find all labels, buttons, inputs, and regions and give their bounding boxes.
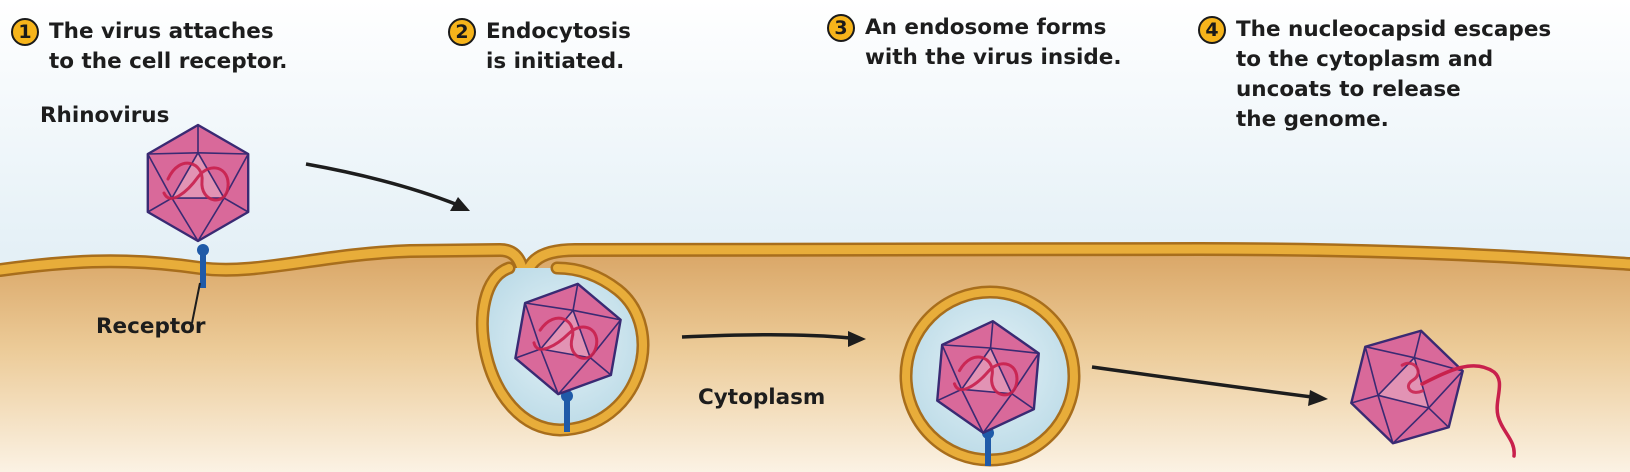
step-2-badge: 2 <box>448 18 476 46</box>
step-3-text: An endosome forms with the virus inside. <box>865 15 1122 70</box>
virus-in-endosome <box>936 320 1040 434</box>
step-3: 3 An endosome forms with the virus insid… <box>827 13 1122 73</box>
arrow-1 <box>305 162 470 211</box>
step-2-text: Endocytosis is initiated. <box>486 19 631 74</box>
rhinovirus-attached <box>146 123 250 243</box>
uncoating-nucleocapsid <box>1350 329 1464 445</box>
step-1-text: The virus attaches to the cell receptor. <box>49 19 288 74</box>
virus-in-pit <box>514 282 622 396</box>
released-genome <box>1420 364 1516 458</box>
step-2: 2 Endocytosis is initiated. <box>448 17 631 77</box>
step-1: 1 The virus attaches to the cell recepto… <box>11 17 287 77</box>
cytoplasm-label: Cytoplasm <box>698 385 826 410</box>
cytoplasm-region <box>0 249 1630 472</box>
arrow-3 <box>1091 365 1328 406</box>
step-4-text: The nucleocapsid escapes to the cytoplas… <box>1236 17 1552 132</box>
step-3-badge: 3 <box>827 14 855 42</box>
step-4-badge: 4 <box>1198 16 1226 44</box>
step-4: 4 The nucleocapsid escapes to the cytopl… <box>1198 15 1551 135</box>
receptor-leader-line <box>191 282 201 324</box>
step-1-badge: 1 <box>11 18 39 46</box>
rhinovirus-label: Rhinovirus <box>40 103 170 128</box>
arrow-2 <box>681 331 866 347</box>
receptor-label: Receptor <box>96 314 206 339</box>
receptor-step1 <box>197 244 209 288</box>
